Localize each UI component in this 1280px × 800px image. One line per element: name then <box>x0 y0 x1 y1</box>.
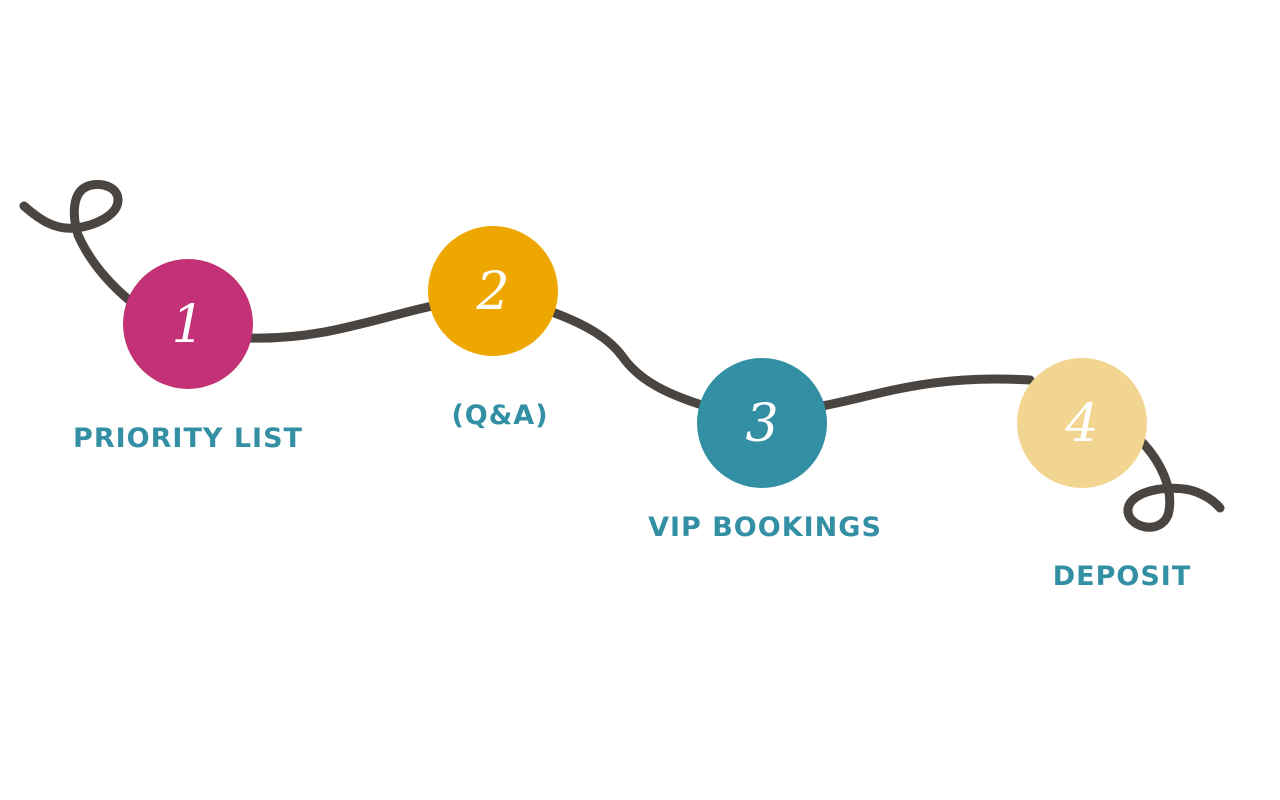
step-label-priority-list: PRIORITY LIST <box>73 423 303 454</box>
connector-line <box>245 301 437 343</box>
step-number-1: 1 <box>171 295 204 355</box>
step-circle-3 <box>697 358 827 488</box>
connector-line <box>1123 435 1225 532</box>
connector-line <box>19 180 140 310</box>
step-circle-4 <box>1017 358 1147 488</box>
step-number-3: 3 <box>745 394 778 454</box>
step-label-qa: (Q&A) <box>451 400 549 431</box>
step-circle-2 <box>428 226 558 356</box>
step-label-deposit: DEPOSIT <box>1052 561 1192 592</box>
step-circle-1 <box>123 259 253 389</box>
connector-line <box>547 307 710 411</box>
step-number-4: 4 <box>1064 394 1098 454</box>
connector-line <box>817 374 1035 411</box>
step-label-vip-bookings: VIP BOOKINGS <box>648 512 882 543</box>
step-number-2: 2 <box>475 262 509 322</box>
